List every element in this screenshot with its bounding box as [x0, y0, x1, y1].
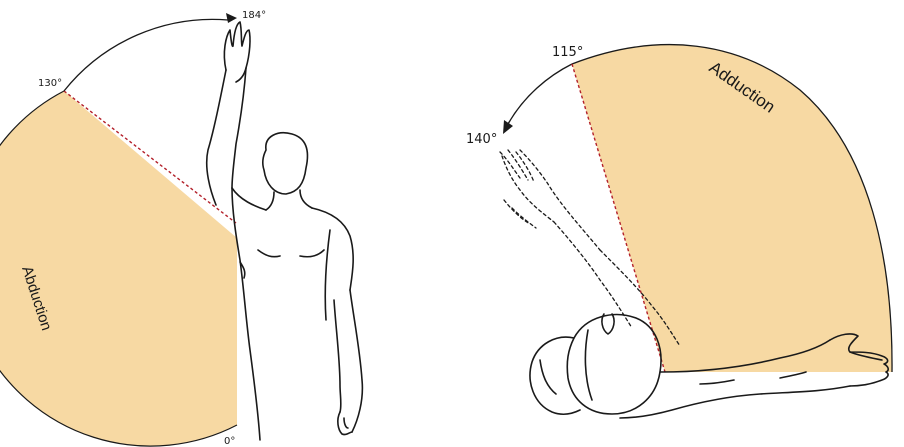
angle-label-140: 140° [466, 132, 497, 147]
adduction-panel: Adduction 115° 140° [466, 45, 892, 418]
adduction-sector [572, 45, 892, 372]
arrow-head-184 [226, 13, 237, 23]
angle-label-184: 184° [242, 10, 266, 21]
arrow-head-140 [503, 120, 513, 134]
abduction-motion-arc [64, 19, 228, 91]
angle-label-0: 0° [224, 436, 235, 447]
adduction-motion-arc [508, 64, 572, 124]
abduction-panel: Abduction 130° 184° 0° [0, 10, 362, 447]
angle-label-130: 130° [38, 78, 62, 89]
angle-label-115: 115° [552, 45, 583, 60]
